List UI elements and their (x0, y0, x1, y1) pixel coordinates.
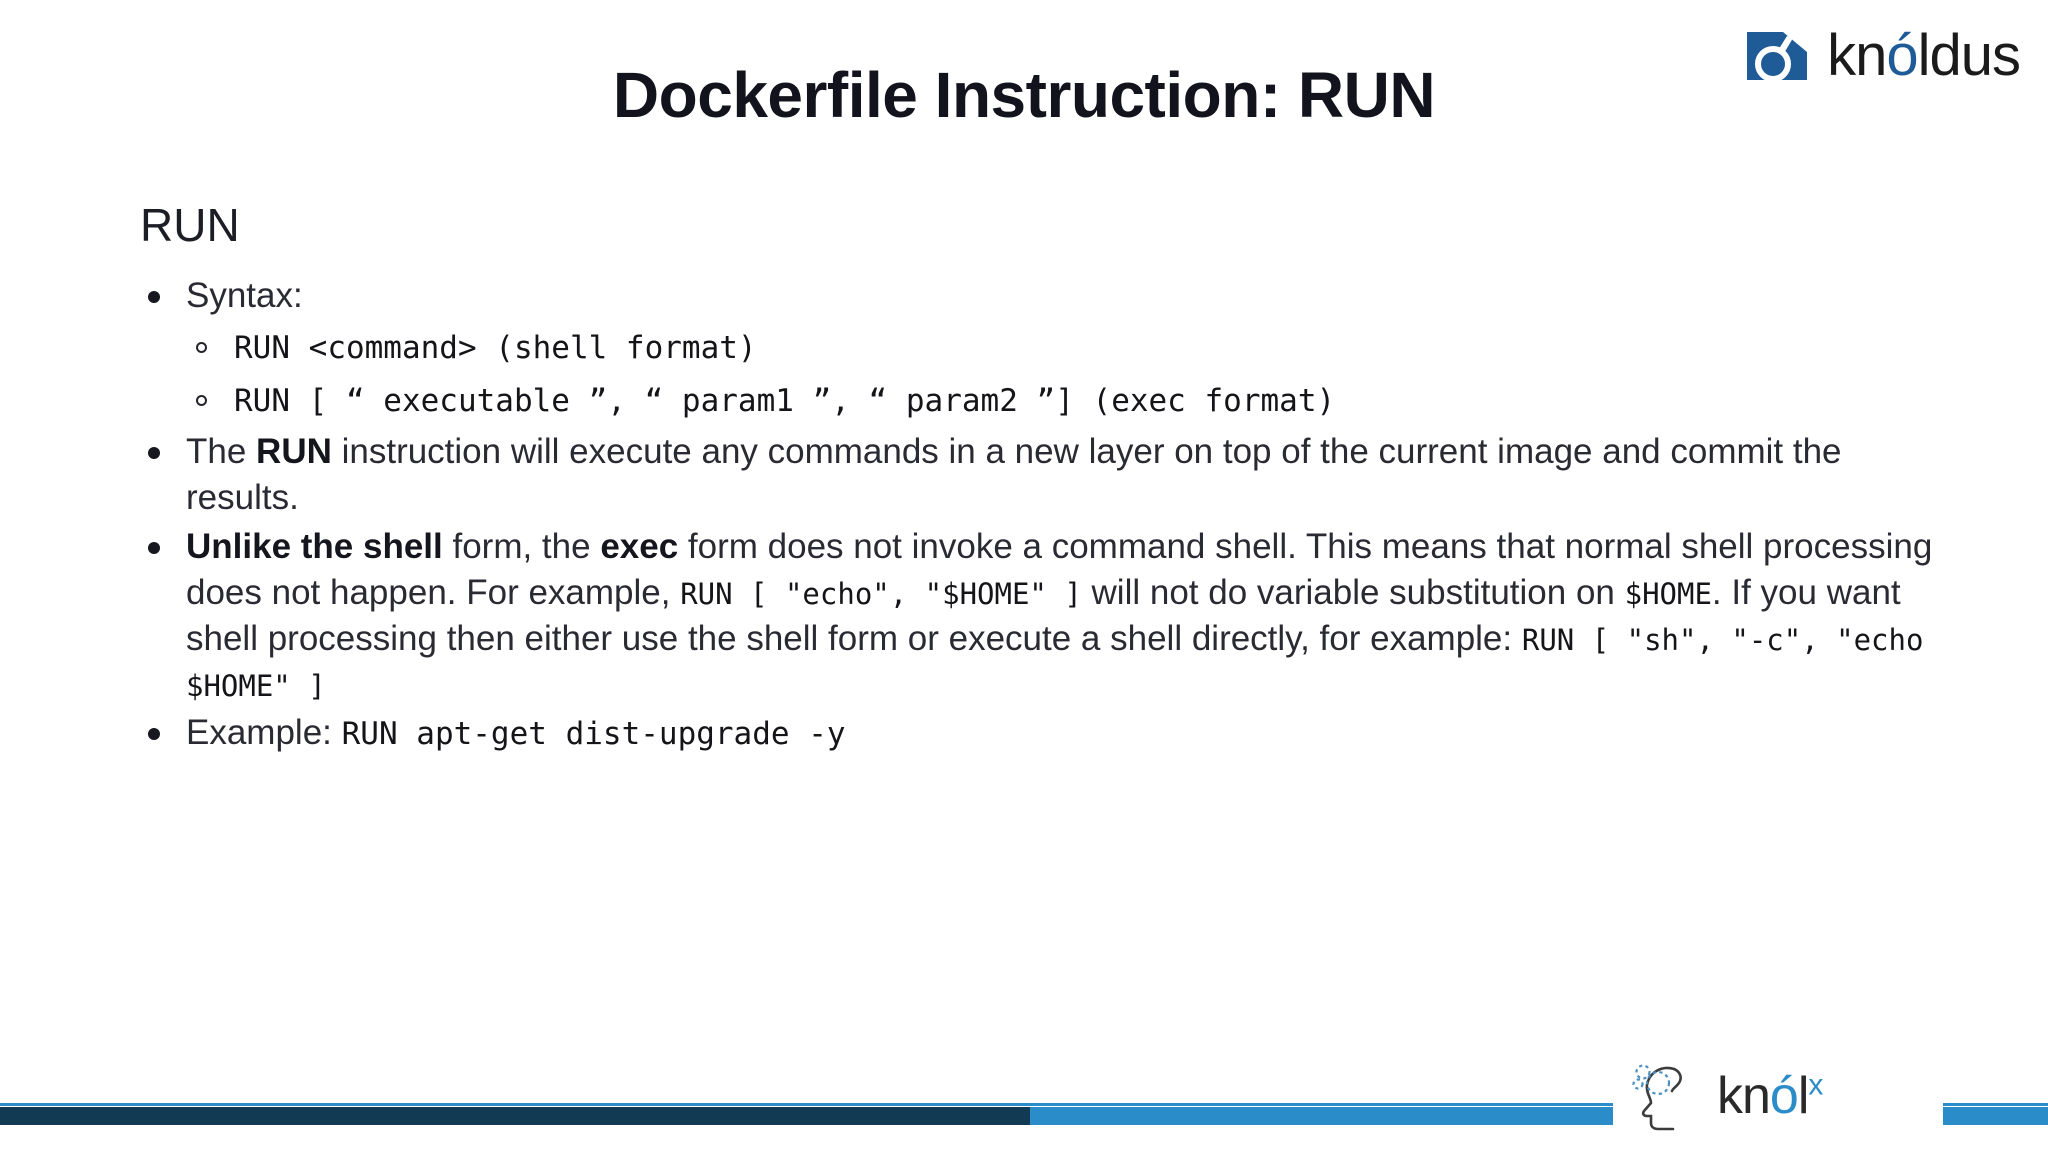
list-item-syntax: Syntax: RUN <command> (shell format) RUN… (140, 273, 1940, 424)
unlike-shell-mid4: . If you want shell processing then eith… (186, 572, 1901, 659)
slide-content: RUN Syntax: RUN <command> (shell format)… (140, 200, 1940, 759)
section-heading: RUN (140, 199, 240, 251)
run-instruction-rest: instruction will execute any commands in… (186, 432, 1842, 518)
bullet-ring-icon (196, 395, 207, 407)
footer-hairline (0, 1103, 2048, 1106)
code-run-echo-home: RUN [ "echo", "$HOME" ] (680, 576, 1082, 611)
syntax-sublist: RUN <command> (shell format) RUN [ “ exe… (186, 323, 1940, 424)
knolx-word-part2: l (1797, 1067, 1810, 1125)
knolx-wordmark: knólx (1717, 1067, 1823, 1125)
footer-bar-dark-segment (0, 1107, 1030, 1125)
knolx-footer-logo: knólx (1613, 1048, 1943, 1144)
knolx-superscript-x: x (1808, 1068, 1823, 1102)
page-title: Dockerfile Instruction: RUN (612, 59, 1436, 131)
code-home-var: $HOME (1624, 576, 1712, 611)
example-label: Example: (186, 713, 342, 753)
list-item-example: Example: RUN apt-get dist-upgrade -y (140, 710, 1940, 756)
unlike-shell-mid2: form does not invoke a command shell. Th… (186, 526, 1933, 612)
exec-bold: exec (600, 526, 679, 566)
unlike-shell-bold: Unlike the shell (186, 526, 443, 566)
knoldus-wordmark: knóldus (1827, 27, 2021, 85)
list-item-unlike-shell: Unlike the shell form, the exec form doe… (140, 524, 1940, 709)
knoldus-word-part2: ldus (1917, 23, 2021, 88)
knoldus-word-accent: ó (1886, 23, 1918, 88)
bullet-list: Syntax: RUN <command> (shell format) RUN… (140, 273, 1940, 757)
list-item-exec-format: RUN [ “ executable ”, “ param1 ”, “ para… (186, 376, 1940, 423)
code-run-sh-c-echo: RUN [ "sh", "-c", "echo $HOME" ] (186, 623, 1924, 704)
bullet-dot-icon (148, 541, 160, 554)
knolx-word-part1: kn (1717, 1067, 1771, 1125)
unlike-shell-mid1: form, the (442, 526, 601, 566)
code-shell-format: RUN <command> (shell format) (234, 329, 757, 366)
list-item-run-instruction: The RUN instruction will execute any com… (140, 429, 1940, 521)
knolx-head-profile-icon (1627, 1053, 1713, 1139)
code-example-apt-get: RUN apt-get dist-upgrade -y (341, 716, 846, 753)
knolx-word-accent: ó (1769, 1067, 1799, 1125)
knoldus-mark-icon (1743, 22, 1811, 90)
bullet-ring-icon (196, 341, 207, 353)
run-instruction-prefix: The (186, 432, 257, 472)
syntax-label: Syntax: (186, 275, 303, 315)
knoldus-word-part1: kn (1827, 23, 1887, 88)
bullet-dot-icon (148, 728, 160, 741)
unlike-shell-mid3: will not do variable substitution on (1081, 572, 1625, 612)
list-item-shell-format: RUN <command> (shell format) (186, 323, 1940, 370)
knoldus-brand-logo: knóldus (1743, 22, 2021, 90)
code-exec-format: RUN [ “ executable ”, “ param1 ”, “ para… (234, 383, 1336, 420)
run-instruction-bold: RUN (256, 432, 332, 472)
bullet-dot-icon (148, 447, 160, 460)
bullet-dot-icon (148, 290, 160, 303)
